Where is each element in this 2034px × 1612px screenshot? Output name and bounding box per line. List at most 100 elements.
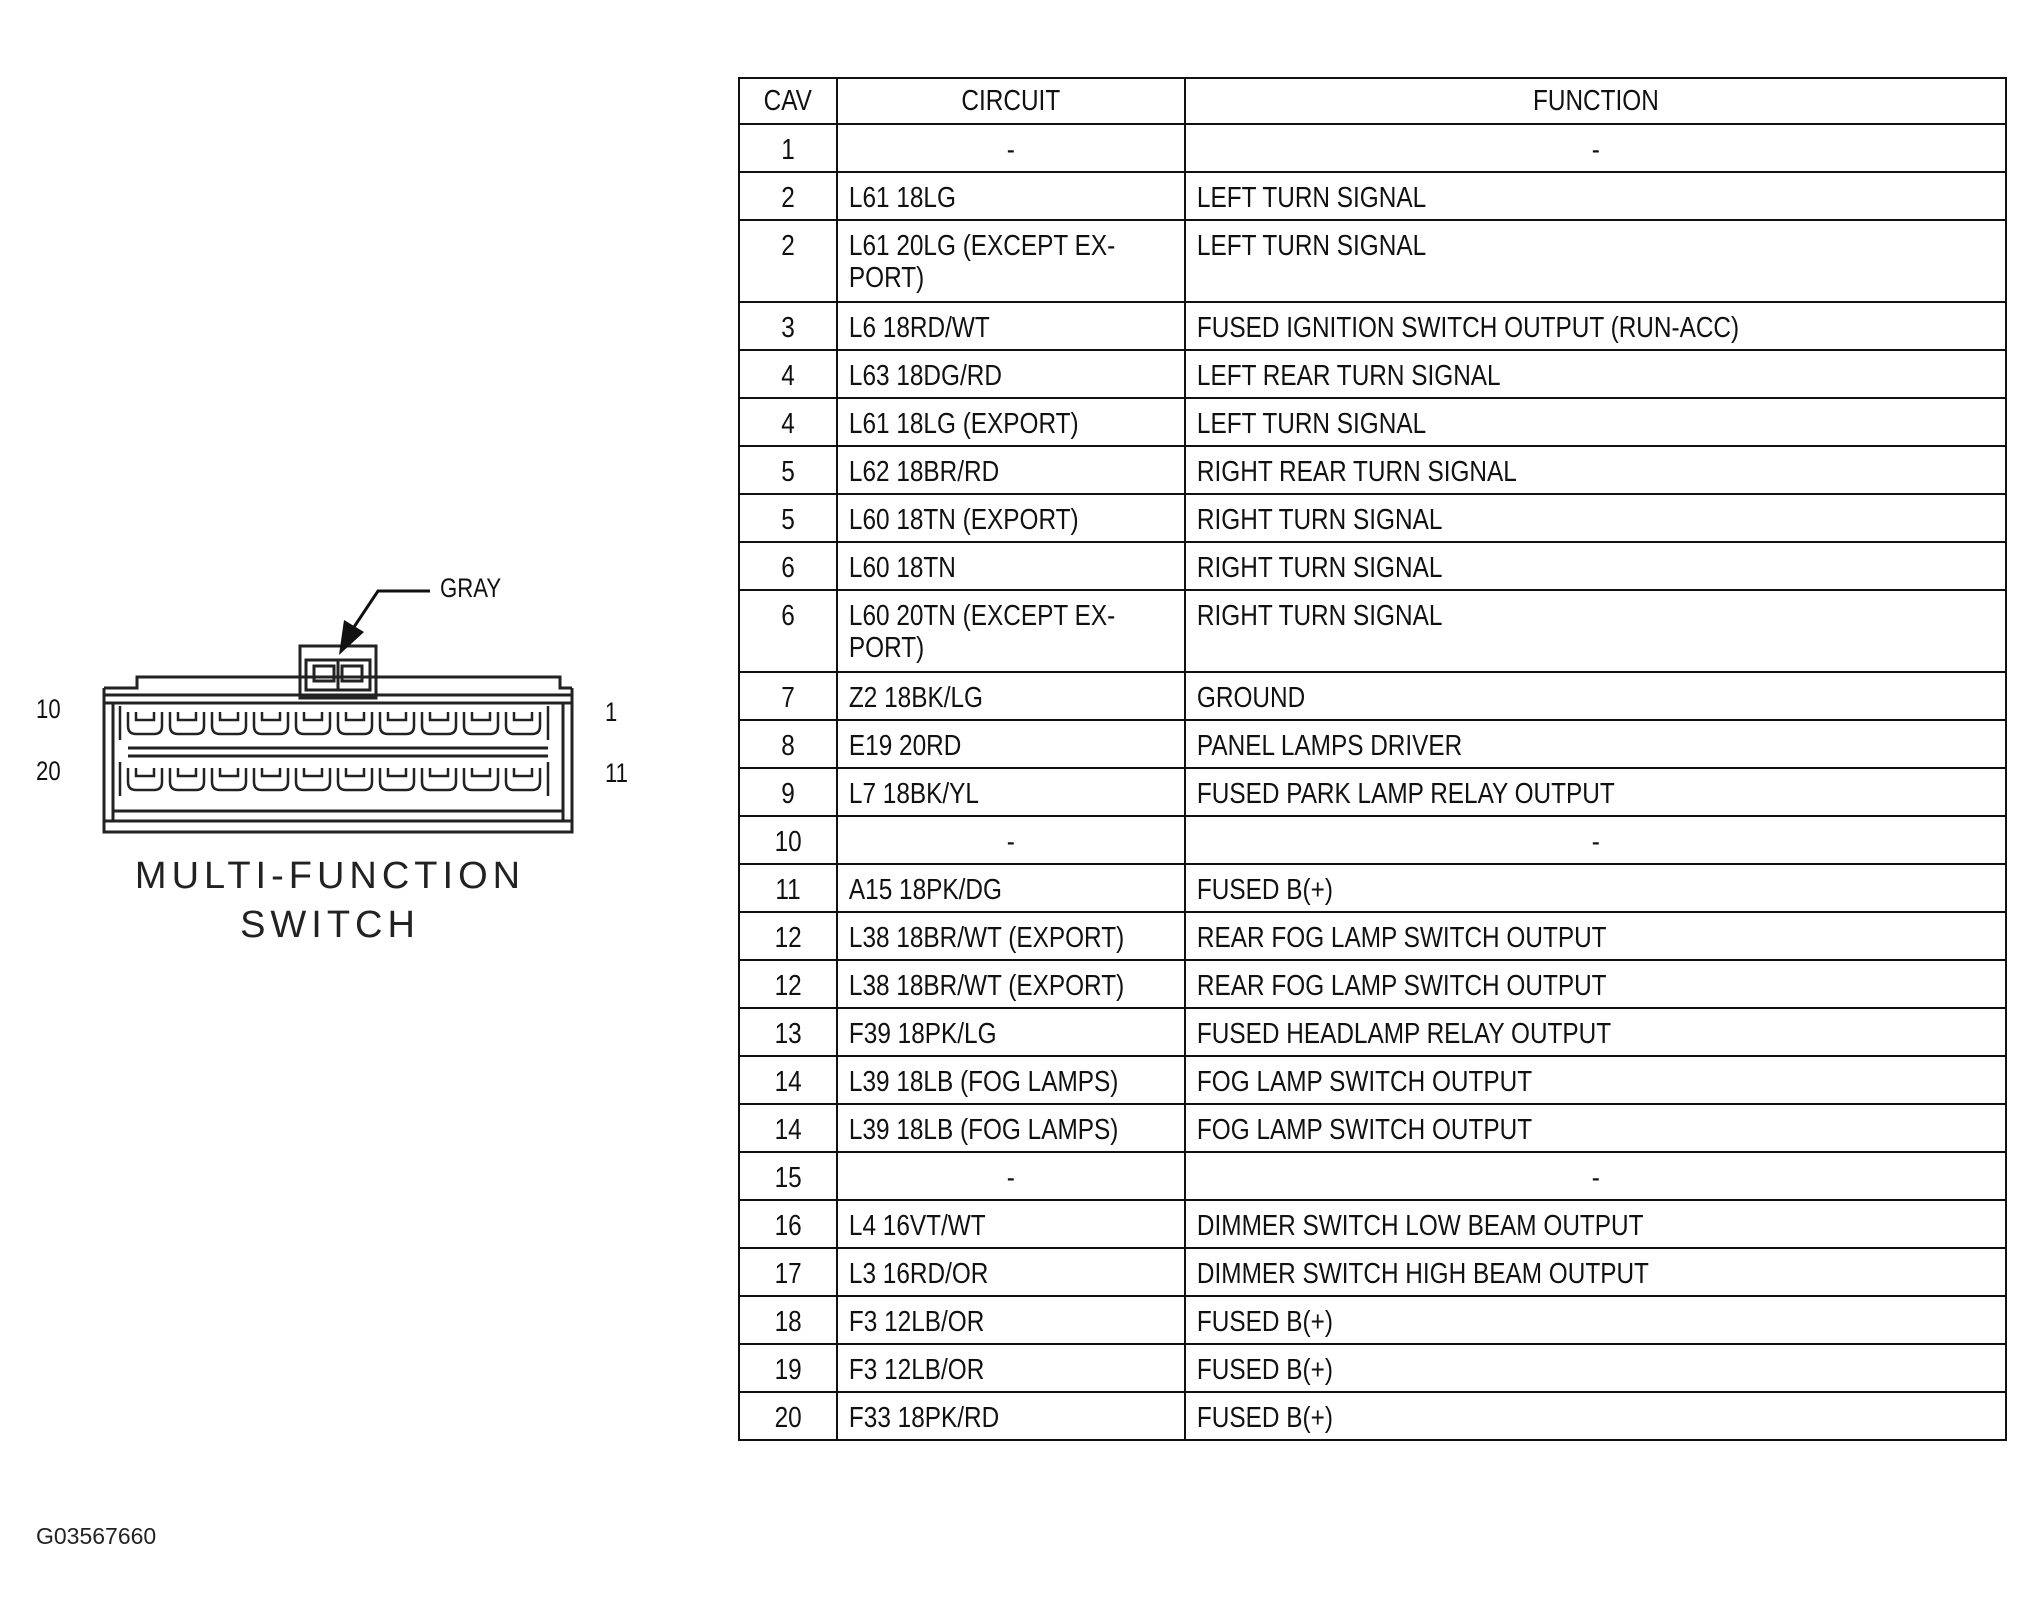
function-cell: LEFT TURN SIGNAL [1184, 397, 2007, 447]
pin-row-bottom-cavity [420, 768, 458, 792]
circuit-cell: - [836, 123, 1186, 173]
circuit-cell: L61 20LG (EXCEPT EX- PORT) [836, 219, 1186, 303]
cav-cell: 11 [738, 863, 838, 913]
cav-cell: 2 [738, 219, 838, 303]
table-header-row: CAV CIRCUIT FUNCTION [738, 77, 2007, 125]
circuit-cell: L39 18LB (FOG LAMPS) [836, 1055, 1186, 1105]
function-cell: RIGHT TURN SIGNAL [1184, 541, 2007, 591]
circuit-cell: L60 18TN (EXPORT) [836, 493, 1186, 543]
cav-cell: 14 [738, 1103, 838, 1153]
function-cell: DIMMER SWITCH LOW BEAM OUTPUT [1184, 1199, 2007, 1249]
cav-cell: 6 [738, 589, 838, 673]
pin-row-top-cavity [504, 712, 542, 736]
pin-row-top-cavity [168, 712, 206, 736]
header-circuit: CIRCUIT [836, 77, 1186, 125]
pin-row-top-cavity [420, 712, 458, 736]
cav-cell: 16 [738, 1199, 838, 1249]
circuit-cell: L7 18BK/YL [836, 767, 1186, 817]
circuit-cell: L60 18TN [836, 541, 1186, 591]
circuit-cell: L6 18RD/WT [836, 301, 1186, 351]
function-cell: REAR FOG LAMP SWITCH OUTPUT [1184, 911, 2007, 961]
pin-row-bottom-cavity [336, 768, 374, 792]
function-cell: LEFT TURN SIGNAL [1184, 219, 2007, 303]
pin-label-top-left: 10 [36, 694, 61, 724]
function-cell: FUSED B(+) [1184, 1391, 2007, 1441]
circuit-cell: L63 18DG/RD [836, 349, 1186, 399]
cav-cell: 17 [738, 1247, 838, 1297]
function-cell: - [1184, 815, 2007, 865]
pin-row-bottom-cavity [378, 768, 416, 792]
connector-name-line2: SWITCH [240, 904, 420, 946]
cav-cell: 3 [738, 301, 838, 351]
cav-cell: 7 [738, 671, 838, 721]
cav-cell: 15 [738, 1151, 838, 1201]
cav-cell: 6 [738, 541, 838, 591]
circuit-cell: L61 18LG [836, 171, 1186, 221]
circuit-cell: L3 16RD/OR [836, 1247, 1186, 1297]
circuit-cell: L4 16VT/WT [836, 1199, 1186, 1249]
function-cell: REAR FOG LAMP SWITCH OUTPUT [1184, 959, 2007, 1009]
pin-row-top-cavity [294, 712, 332, 736]
function-cell: LEFT REAR TURN SIGNAL [1184, 349, 2007, 399]
cav-cell: 4 [738, 349, 838, 399]
circuit-cell: F3 12LB/OR [836, 1343, 1186, 1393]
cav-cell: 10 [738, 815, 838, 865]
pin-row-top-cavity [210, 712, 248, 736]
cav-cell: 18 [738, 1295, 838, 1345]
pin-label-top-right: 1 [605, 697, 618, 727]
pin-row-bottom-cavity [504, 768, 542, 792]
function-cell: GROUND [1184, 671, 2007, 721]
header-function: FUNCTION [1184, 77, 2007, 125]
pin-row-top-cavity [462, 712, 500, 736]
cav-cell: 20 [738, 1391, 838, 1441]
circuit-cell: A15 18PK/DG [836, 863, 1186, 913]
function-cell: FUSED PARK LAMP RELAY OUTPUT [1184, 767, 2007, 817]
cav-cell: 19 [738, 1343, 838, 1393]
cav-cell: 13 [738, 1007, 838, 1057]
pin-row-bottom-cavity [252, 768, 290, 792]
circuit-cell: L38 18BR/WT (EXPORT) [836, 959, 1186, 1009]
pin-row-top-cavity [378, 712, 416, 736]
function-cell: FUSED B(+) [1184, 1295, 2007, 1345]
connector-diagram [102, 589, 574, 834]
function-cell: DIMMER SWITCH HIGH BEAM OUTPUT [1184, 1247, 2007, 1297]
cav-cell: 12 [738, 911, 838, 961]
cav-cell: 12 [738, 959, 838, 1009]
function-cell: PANEL LAMPS DRIVER [1184, 719, 2007, 769]
cav-cell: 1 [738, 123, 838, 173]
function-cell: FUSED B(+) [1184, 863, 2007, 913]
cav-cell: 5 [738, 493, 838, 543]
connector-body [102, 644, 574, 834]
circuit-cell: - [836, 1151, 1186, 1201]
cav-cell: 8 [738, 719, 838, 769]
pin-row-bottom-cavity [168, 768, 206, 792]
pin-label-bottom-left: 20 [36, 756, 61, 786]
function-cell: FOG LAMP SWITCH OUTPUT [1184, 1055, 2007, 1105]
circuit-cell: F39 18PK/LG [836, 1007, 1186, 1057]
function-cell: RIGHT TURN SIGNAL [1184, 493, 2007, 543]
circuit-cell: L61 18LG (EXPORT) [836, 397, 1186, 447]
table-row: 15-- [738, 1151, 2007, 1201]
pin-row-bottom [118, 762, 550, 796]
circuit-cell: L62 18BR/RD [836, 445, 1186, 495]
figure-id: G03567660 [36, 1523, 157, 1549]
function-cell: FOG LAMP SWITCH OUTPUT [1184, 1103, 2007, 1153]
function-cell: RIGHT REAR TURN SIGNAL [1184, 445, 2007, 495]
function-cell: - [1184, 1151, 2007, 1201]
